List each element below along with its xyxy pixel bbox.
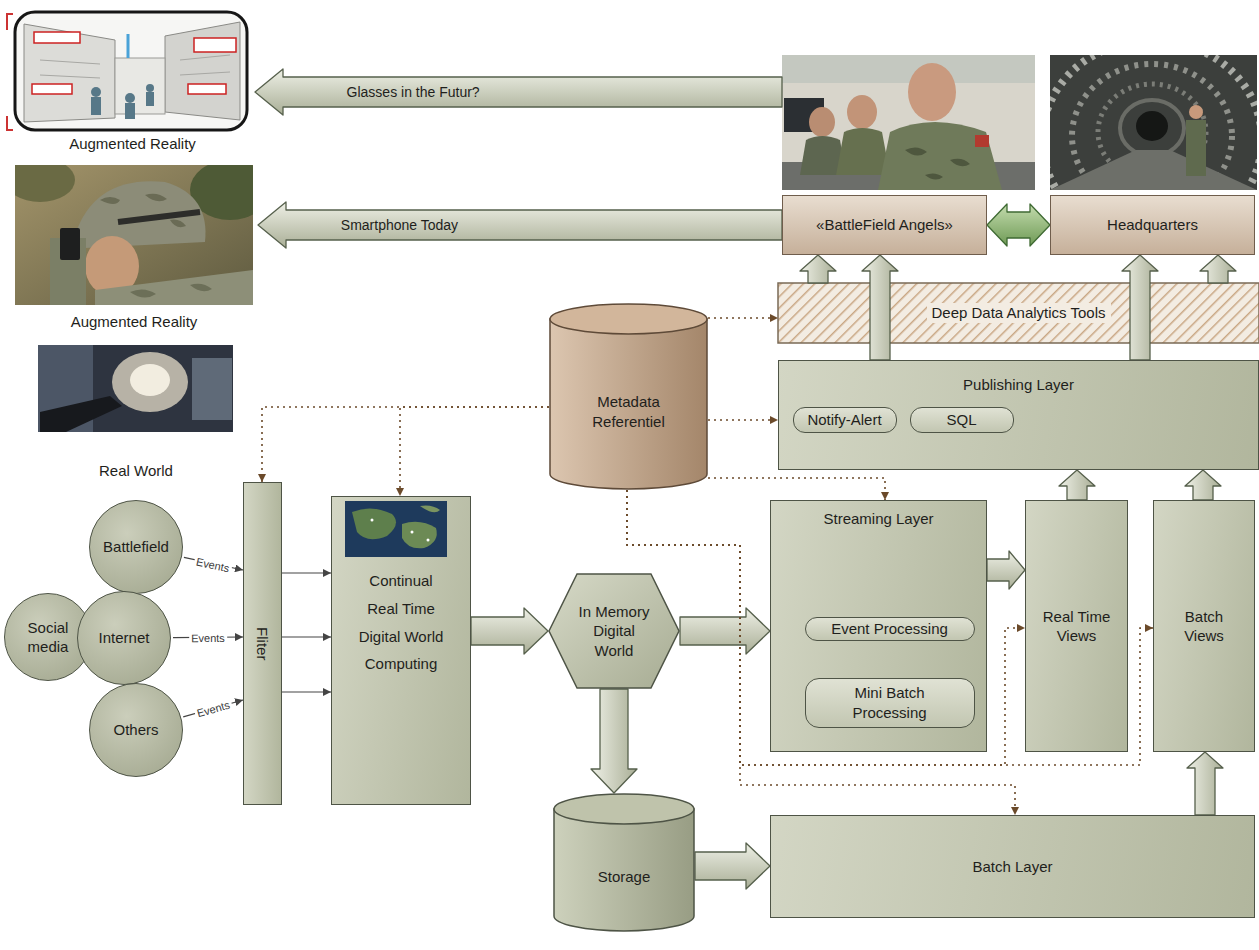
double-arrow bbox=[987, 204, 1050, 246]
node-label: Mini Batch Processing bbox=[835, 683, 945, 722]
metadata-link bbox=[708, 317, 778, 319]
edge-label-holder: Smartphone Today bbox=[341, 216, 458, 234]
block-arrow bbox=[591, 689, 637, 793]
process-box: Continual Real Time Digital World Comput… bbox=[331, 496, 471, 805]
edge-label-holder: Glasses in the Futur? bbox=[347, 83, 480, 101]
thin-arrow bbox=[282, 572, 331, 573]
block-arrow bbox=[862, 255, 898, 360]
image-caption: Augmented Reality bbox=[71, 312, 198, 332]
function-pill: Event Processing bbox=[805, 617, 975, 641]
edge-label: Glasses in the Futur? bbox=[347, 84, 480, 100]
edge-label: Events bbox=[194, 555, 233, 575]
source-circle: Internet bbox=[77, 591, 171, 685]
metadata-link bbox=[627, 490, 1025, 765]
block-arrow bbox=[471, 608, 548, 654]
node-label: Headquarters bbox=[1107, 215, 1198, 235]
node-label: Streaming Layer bbox=[823, 509, 933, 529]
edge-label-holder: Events bbox=[193, 695, 234, 723]
metadata-link bbox=[400, 407, 549, 496]
database-cylinder: Metadata Referentiel bbox=[549, 303, 708, 490]
block-arrow bbox=[695, 843, 770, 889]
soldier-smartphone-picture bbox=[15, 165, 253, 305]
real-world-picture bbox=[38, 345, 233, 432]
block-arrow bbox=[1185, 470, 1221, 500]
node-label: Fliter bbox=[253, 627, 273, 660]
source-circle: Battlefield bbox=[89, 500, 183, 594]
node-label: Continual Real Time Digital World Comput… bbox=[358, 567, 444, 678]
ar-glasses-picture bbox=[7, 12, 247, 130]
role-box: Headquarters bbox=[1050, 55, 1255, 255]
cylinder-outline bbox=[553, 793, 695, 932]
filter-bar: Fliter bbox=[243, 482, 282, 805]
node-label: Social media bbox=[13, 618, 83, 657]
edge-label-holder: Events bbox=[193, 551, 234, 576]
memory-hexagon: In Memory Digital World bbox=[548, 573, 680, 689]
storage-cylinder: Storage bbox=[553, 793, 695, 932]
block-arrow bbox=[800, 255, 836, 283]
node-label: Storage bbox=[598, 867, 651, 887]
node-label: Metadata Referentiel bbox=[581, 392, 677, 431]
metadata-link bbox=[262, 407, 549, 482]
block-arrow bbox=[1059, 470, 1095, 500]
image-panel: Augmented Reality bbox=[10, 162, 258, 334]
role-box: «BattleField Angels» bbox=[782, 55, 987, 255]
node-label: Others bbox=[113, 720, 158, 740]
views-box: Real Time Views bbox=[1025, 500, 1128, 752]
edge-label-holder: Events bbox=[189, 628, 227, 646]
world-map-picture bbox=[345, 501, 447, 557]
label-strip: Headquarters bbox=[1050, 195, 1255, 255]
node-label: Deep Data Analytics Tools bbox=[927, 303, 1111, 323]
tunnel-picture bbox=[1050, 55, 1257, 190]
node-label: Event Processing bbox=[831, 619, 948, 639]
thin-arrow bbox=[282, 691, 331, 692]
tools-band: Deep Data Analytics Tools bbox=[778, 283, 1259, 343]
block-arrow bbox=[1200, 255, 1236, 283]
layer-box: Publishing LayerNotify-Alert SQL bbox=[778, 360, 1259, 470]
image-caption: Real World bbox=[99, 461, 173, 481]
node-label: Internet bbox=[99, 628, 150, 648]
operators-picture bbox=[782, 55, 1035, 190]
edge-label: Events bbox=[189, 632, 227, 644]
source-circle: Others bbox=[89, 683, 183, 777]
source-circle: Social media bbox=[4, 593, 92, 681]
layer-box: Streaming LayerEvent ProcessingMini Batc… bbox=[770, 500, 987, 752]
metadata-link bbox=[708, 419, 778, 421]
thin-arrow bbox=[282, 636, 331, 637]
metadata-link bbox=[708, 478, 885, 500]
hatched-band bbox=[778, 283, 1259, 343]
node-label: Batch Layer bbox=[972, 857, 1052, 877]
block-arrow bbox=[1187, 752, 1223, 815]
node-label: Notify-Alert bbox=[807, 410, 881, 430]
function-pill: Mini Batch Processing bbox=[805, 678, 975, 728]
label-strip: «BattleField Angels» bbox=[782, 195, 987, 255]
node-label: Publishing Layer bbox=[963, 375, 1074, 395]
node-label: Batch Views bbox=[1174, 607, 1234, 646]
metadata-link bbox=[627, 490, 1015, 815]
node-label: Real Time Views bbox=[1032, 607, 1122, 646]
function-pill: SQL bbox=[910, 407, 1014, 433]
node-label: Battlefield bbox=[103, 537, 169, 557]
views-box: Batch Views bbox=[1153, 500, 1255, 752]
block-arrow bbox=[1122, 255, 1158, 360]
layer-box: Batch Layer bbox=[770, 815, 1255, 918]
block-arrow bbox=[258, 202, 782, 248]
metadata-link bbox=[627, 490, 1153, 765]
node-label: «BattleField Angels» bbox=[816, 215, 953, 235]
function-pill: Notify-Alert bbox=[793, 407, 897, 433]
node-label: In Memory Digital World bbox=[574, 602, 654, 661]
edge-label: Smartphone Today bbox=[341, 217, 458, 233]
block-arrow bbox=[987, 551, 1025, 589]
node-label: SQL bbox=[946, 410, 976, 430]
block-arrow bbox=[680, 608, 770, 654]
image-panel: Augmented Reality bbox=[10, 10, 255, 156]
block-arrow bbox=[255, 69, 782, 115]
image-caption: Augmented Reality bbox=[69, 134, 196, 154]
edge-label: Events bbox=[194, 698, 233, 720]
image-panel: Real World bbox=[35, 343, 237, 483]
